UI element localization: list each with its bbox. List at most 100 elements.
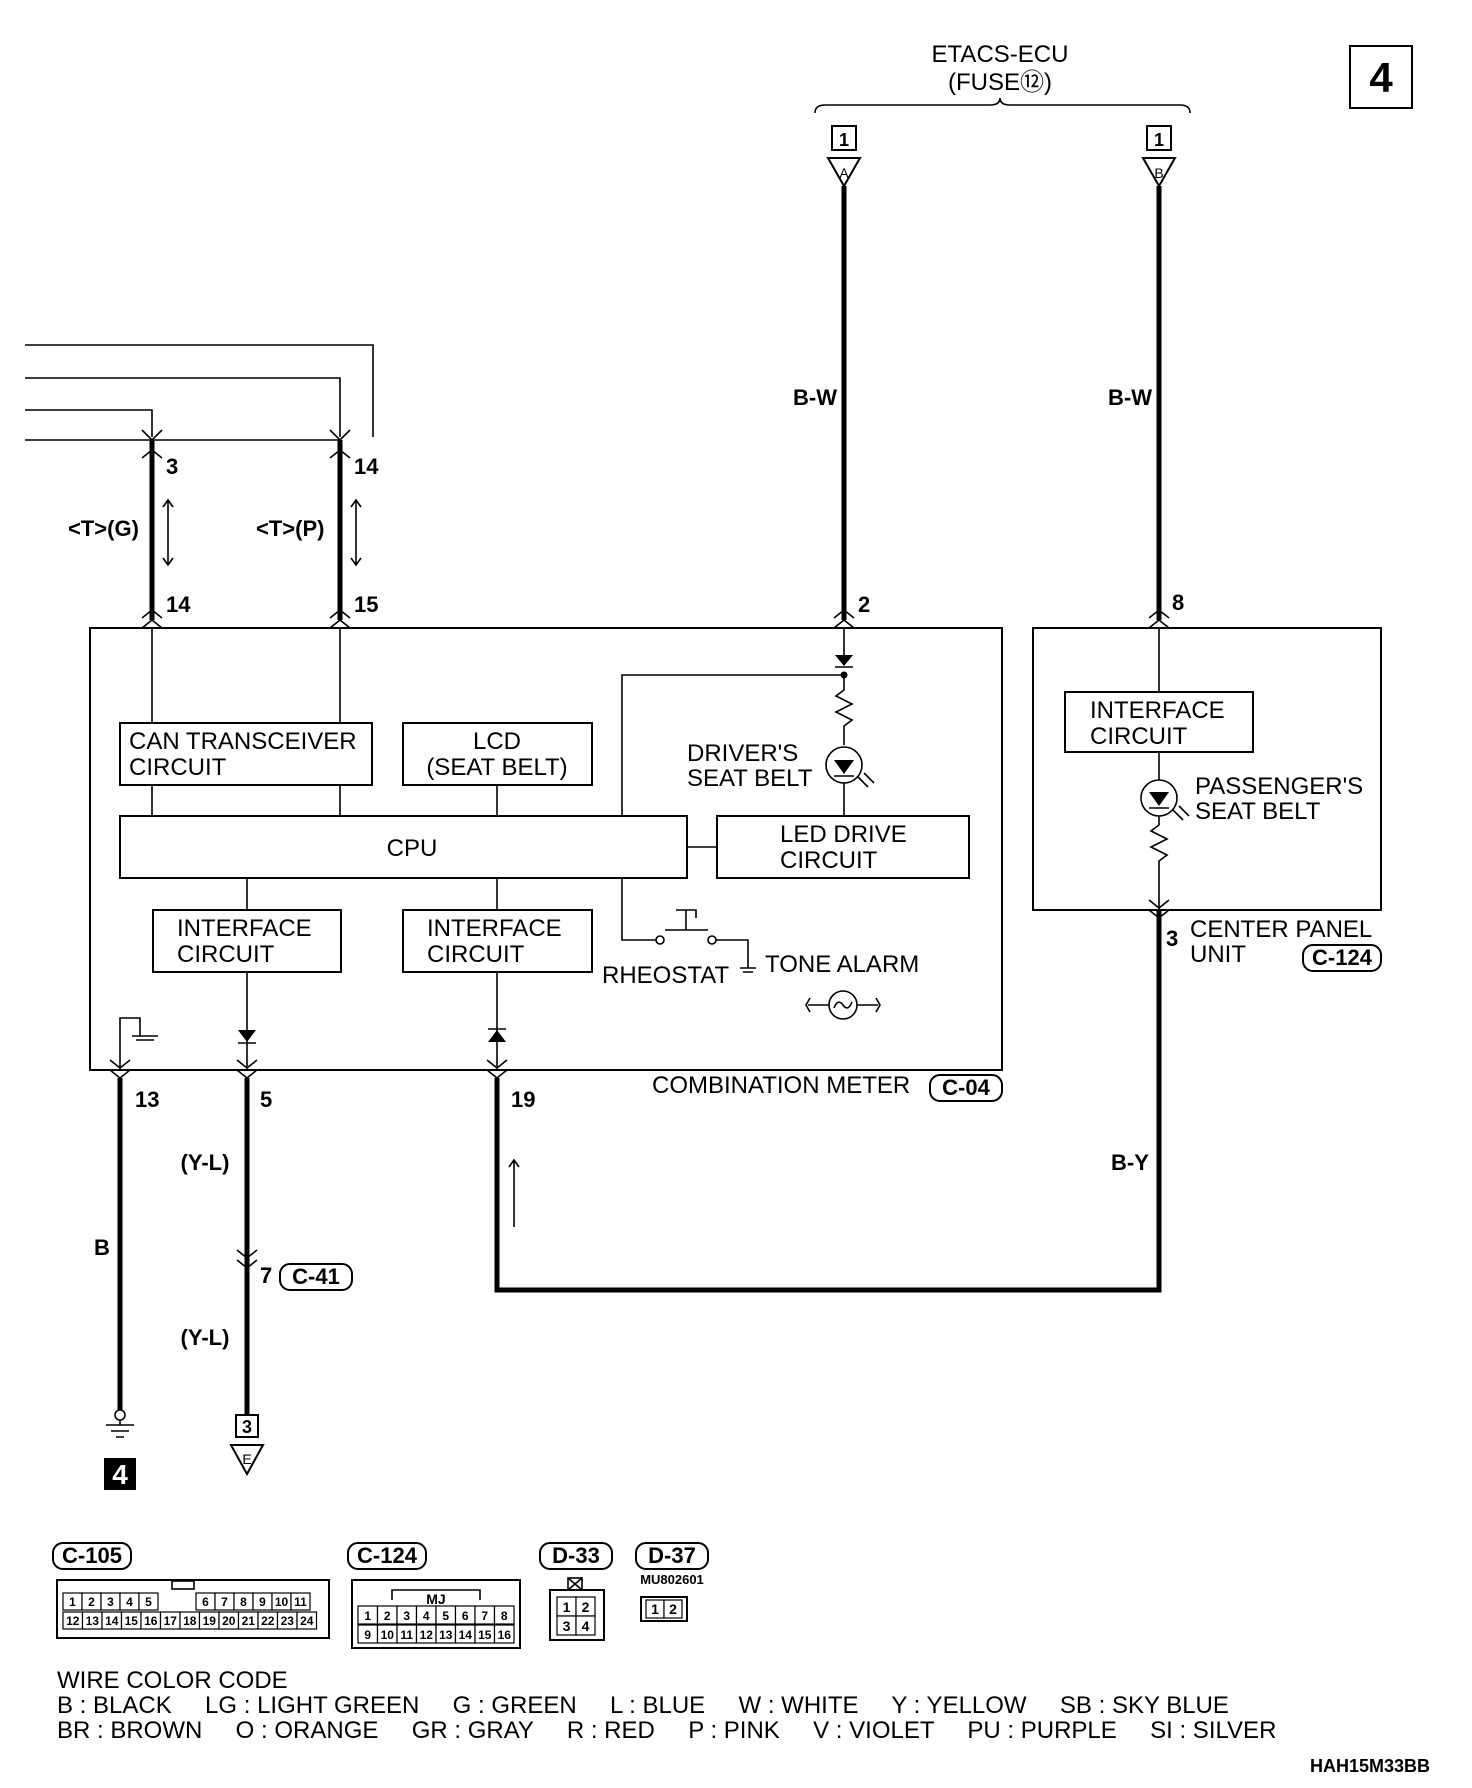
d37-part-number: MU802601: [640, 1572, 704, 1587]
c105-pin-label: 19: [203, 1614, 217, 1628]
led-drive-box: [716, 815, 970, 879]
center-interface-label-2: CIRCUIT: [1090, 723, 1188, 750]
c124-pin-label: 12: [420, 1628, 434, 1642]
pin-3-top: 3: [166, 454, 178, 479]
c124-pin-label: 10: [381, 1628, 395, 1642]
etacs-bracket: [814, 97, 1191, 114]
if1-output-diode: [238, 972, 256, 1070]
etacs-ecu-title: ETACS-ECU: [932, 41, 1069, 68]
c105-pin-label: 22: [261, 1614, 275, 1628]
c41-code: C-41: [292, 1264, 340, 1289]
c124-pin-label: 15: [478, 1628, 492, 1642]
c105-pin-label: 18: [183, 1614, 197, 1628]
c105-pin-label: 3: [107, 1595, 114, 1609]
pin-19: 19: [511, 1087, 535, 1112]
c105-pin-label: 17: [164, 1614, 178, 1628]
d33-pin-label: 1: [563, 1599, 571, 1615]
c105-pin-label: 13: [86, 1614, 100, 1628]
wire-color-bw-left: B-W: [793, 385, 837, 410]
connector-mark-8: [1148, 608, 1170, 629]
ground-symbol: [106, 1409, 134, 1438]
center-panel-code: C-124: [1312, 945, 1373, 970]
signal-flow-arrow: [508, 1158, 520, 1227]
tone-alarm-icon: [805, 990, 881, 1020]
pin-7: 7: [260, 1263, 272, 1288]
c105-pin-label: 4: [126, 1595, 133, 1609]
d33-pin-label: 4: [582, 1618, 590, 1634]
center-panel-label-1: CENTER PANEL: [1190, 916, 1372, 943]
interface-2-label-2: CIRCUIT: [427, 941, 525, 968]
connector-e-number: 3: [242, 1417, 252, 1437]
c105-pin-label: 10: [275, 1595, 289, 1609]
connector-mark-center-3: [1148, 899, 1170, 920]
lcd-label-1: LCD: [473, 728, 521, 755]
d33-code: D-33: [552, 1543, 600, 1568]
pin-8: 8: [1172, 590, 1184, 615]
pin-3-center: 3: [1166, 926, 1178, 951]
if2-input-diode: [488, 972, 506, 1070]
led-drive-label-1: LED DRIVE: [780, 821, 907, 848]
combination-meter-code-box: [929, 1074, 1003, 1102]
interface-1-label-2: CIRCUIT: [177, 941, 275, 968]
led-drive-label-2: CIRCUIT: [780, 847, 878, 874]
legend-title: WIRE COLOR CODE: [57, 1667, 288, 1694]
c124-pin-label: 4: [423, 1609, 430, 1623]
c124-pin-cell: [493, 1605, 515, 1625]
lcd-box: [402, 722, 593, 786]
connector-b-letter: B: [1154, 165, 1163, 181]
center-panel-label-2: UNIT: [1190, 941, 1246, 968]
c124-pin-label: 14: [459, 1628, 473, 1642]
d33-pin-cell: [575, 1615, 596, 1636]
page-number-box: 4: [1349, 45, 1413, 109]
c105-pin-label: 8: [240, 1595, 247, 1609]
c105-pin-label: 1: [69, 1595, 76, 1609]
c105-pin-cell: [138, 1592, 159, 1611]
c105-pin-label: 15: [125, 1614, 139, 1628]
c105-pin-label: 6: [202, 1595, 209, 1609]
d37-pin-label: 2: [669, 1601, 677, 1617]
driver-seat-belt-label-2: SEAT BELT: [687, 765, 813, 792]
connector-mark-top: [141, 448, 351, 459]
connector-marks-meter: [141, 608, 351, 629]
combination-meter-label: COMBINATION METER: [652, 1072, 910, 1099]
c105-pin-label: 23: [281, 1614, 295, 1628]
meter-ground-internal: [119, 1017, 158, 1070]
can-label-2: CIRCUIT: [129, 754, 227, 781]
c124-pin-label: 1: [364, 1609, 371, 1623]
c41-code-box: [279, 1263, 353, 1291]
interface-1-label-1: INTERFACE: [177, 915, 312, 942]
d37-pin-cell: [663, 1599, 683, 1619]
c124-pin-label: 5: [442, 1609, 449, 1623]
wire-color-yl-bottom: (Y-L): [181, 1325, 230, 1350]
can-transceiver-box: [119, 722, 373, 786]
c124-pin-cell: [493, 1624, 515, 1644]
c105-pin-label: 11: [294, 1595, 307, 1609]
pin-14-top: 14: [354, 454, 379, 479]
legend-line-2: BR : BROWN O : ORANGE GR : GRAY R : RED …: [57, 1717, 1276, 1744]
wire-color-b: B: [94, 1235, 110, 1260]
figure-id: HAH15M33BB: [1310, 1756, 1430, 1776]
c105-pin-label: 24: [300, 1614, 314, 1628]
c124-view-code: C-124: [357, 1543, 418, 1568]
connector-e-letter: E: [242, 1451, 251, 1467]
d33-pin-label: 3: [563, 1618, 571, 1634]
pin-2: 2: [858, 592, 870, 617]
connector-b: 1 B: [1141, 125, 1177, 189]
interface-circuit-1-box: [152, 909, 342, 973]
c105-code: C-105: [62, 1543, 122, 1568]
c124-pin-label: 7: [481, 1609, 488, 1623]
wire-color-yl-top: (Y-L): [181, 1150, 230, 1175]
pin-14-meter: 14: [166, 592, 191, 617]
c124-pin-label: 3: [403, 1609, 410, 1623]
bidirectional-arrow-p: [350, 498, 362, 567]
interface-2-label-1: INTERFACE: [427, 915, 562, 942]
passenger-seat-belt-circuit: [1140, 752, 1190, 910]
connector-a-letter: A: [839, 165, 849, 181]
